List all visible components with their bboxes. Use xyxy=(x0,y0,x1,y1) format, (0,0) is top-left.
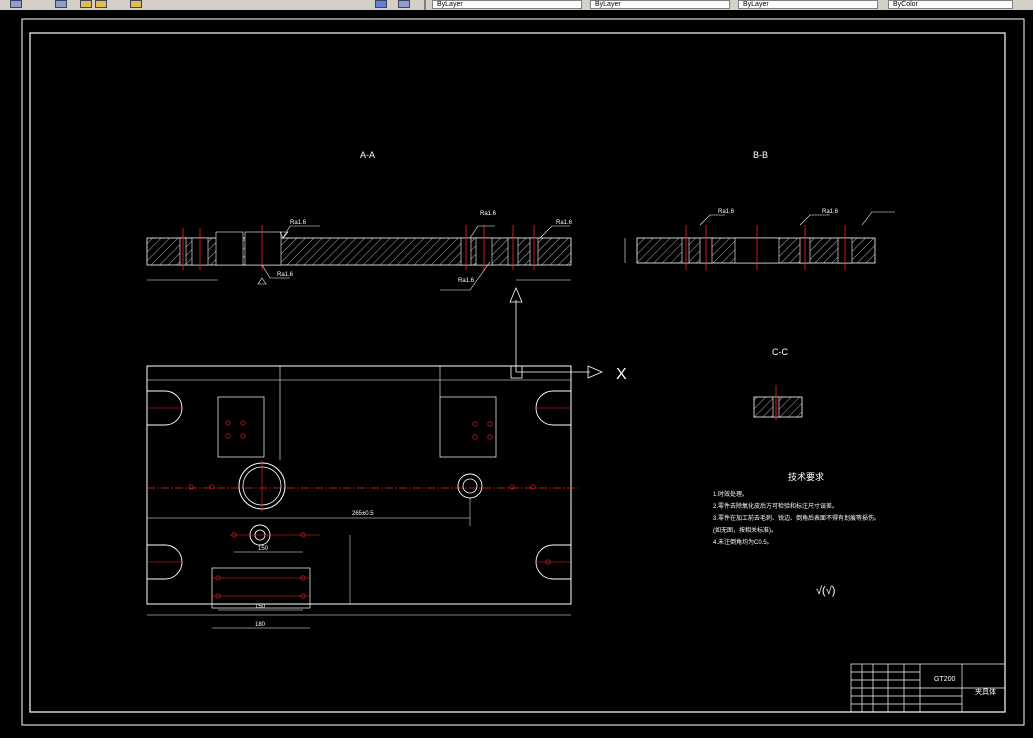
tech-requirements-title: 技术要求 xyxy=(788,471,824,482)
dim-180: 180 xyxy=(255,622,266,628)
coordinate-indicator xyxy=(509,286,604,379)
color-dropdown[interactable]: ByLayer xyxy=(432,0,582,9)
section-bb-label: B-B xyxy=(753,150,768,160)
match-layer-icon[interactable] xyxy=(375,0,387,8)
tech-req-line-2: 2.零件去除氧化皮后方可检验和标注尺寸误差。 xyxy=(713,502,838,510)
roughness-note: √(√) xyxy=(816,585,835,597)
plan-view: 265±0.5 150 150 180 xyxy=(146,365,578,629)
lock-icon[interactable] xyxy=(95,0,107,8)
cad-drawing: A-A B-B C-C xyxy=(21,18,1025,726)
sun-icon[interactable] xyxy=(80,0,92,8)
ra-label-2: Ra1.6 xyxy=(277,272,294,278)
section-bb-view: Ra1.6 Ra1.6 xyxy=(624,209,895,270)
linetype-dropdown[interactable]: ByLayer xyxy=(590,0,730,9)
section-aa-label: A-A xyxy=(360,150,375,160)
tech-requirements: 技术要求 1.时效处理。 2.零件去除氧化皮后方可检验和标注尺寸误差。 3.零件… xyxy=(713,471,880,546)
section-cc-view xyxy=(753,385,803,420)
ra-label-1: Ra1.6 xyxy=(290,220,307,226)
layer-states-icon[interactable] xyxy=(55,0,67,8)
title-block xyxy=(850,663,1006,713)
section-aa-view: Ra1.6 Ra1.6 Ra1.6 Ra1.6 Ra1.6 xyxy=(146,211,573,291)
tech-req-line-5: 4.未注倒角均为C0.5。 xyxy=(713,538,773,546)
dim-265: 265±0.5 xyxy=(352,511,374,517)
ra-label-6: Ra1.6 xyxy=(718,209,735,215)
drawing-frame xyxy=(29,32,1006,713)
section-cc-label: C-C xyxy=(772,347,788,357)
toolbar-separator xyxy=(424,0,426,10)
ra-label-3: Ra1.6 xyxy=(480,211,497,217)
ra-label-7: Ra1.6 xyxy=(822,209,839,215)
ra-label-5: Ra1.6 xyxy=(556,220,573,226)
title-block-name: 夹具体 xyxy=(975,687,996,696)
axis-x-label: X xyxy=(616,366,627,383)
drawing-canvas[interactable]: A-A B-B C-C xyxy=(0,10,1033,733)
lineweight-dropdown[interactable]: ByLayer xyxy=(738,0,878,9)
plotstyle-dropdown[interactable]: ByColor xyxy=(888,0,1013,9)
tech-req-line-4: (如无图，按相关标准)。 xyxy=(713,526,777,534)
outer-border xyxy=(21,18,1025,726)
tech-req-line-3: 3.零件在加工前去毛刺、锐边、倒角后表面不得有划痕等损伤。 xyxy=(713,514,880,522)
layer-freeze-icon[interactable] xyxy=(130,0,142,8)
ra-label-4: Ra1.6 xyxy=(458,278,475,284)
dim-150a: 150 xyxy=(258,546,269,552)
dim-150b: 150 xyxy=(255,604,266,610)
tech-req-line-1: 1.时效处理。 xyxy=(713,490,748,498)
title-block-model: GT200 xyxy=(934,676,956,683)
layer-previous-icon[interactable] xyxy=(398,0,410,8)
layer-icon[interactable] xyxy=(10,0,22,8)
